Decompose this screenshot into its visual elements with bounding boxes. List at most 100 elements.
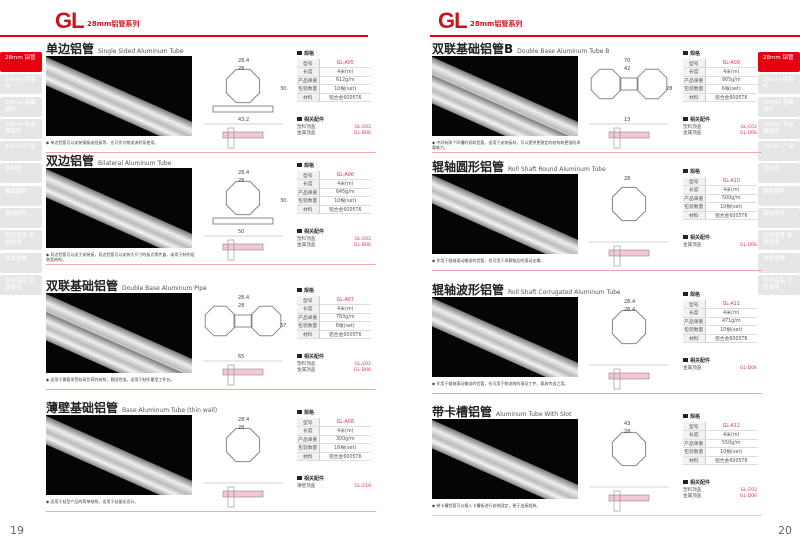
sidebar-tab[interactable]: 模块组件 [758, 208, 800, 229]
product-note: ◆ 双边铝管可以适于安装板，双边铝管可以安装大尺寸的板式零件盒，或用于制作组装类… [46, 252, 195, 262]
product-title-en: Base Aluminum Tube (thin wall) [122, 407, 218, 414]
sidebar-tab[interactable]: 脚轮脚杯 [758, 185, 800, 206]
accessory-code[interactable]: GL-E10 [354, 484, 371, 489]
spec-value: 铝合金6005T6 [705, 93, 757, 102]
sidebar-tab[interactable]: 应用场景 事例参考 [0, 230, 42, 251]
sidebar-tab[interactable]: 模块组件 [0, 208, 42, 229]
sidebar-tab[interactable]: 28mm 铝管 [758, 52, 800, 72]
sidebar-tab[interactable]: 28mm 连接件 [0, 74, 42, 95]
accessory-code[interactable]: GL-D06 [739, 366, 757, 371]
accessory-row: 金属顶盖 GL-D06 [683, 494, 757, 500]
spec-value: 4米(m) [705, 67, 757, 77]
spec-value: 645g/m [319, 188, 371, 197]
sidebar-tab[interactable]: 应用指南 注意事项 [0, 274, 42, 295]
application-sketch [222, 364, 264, 386]
page-number: 19 [10, 524, 24, 537]
accessory-code[interactable]: GL-E02 [354, 237, 371, 242]
sidebar-tab[interactable]: 28mm 金属接件 [758, 96, 800, 117]
accessory-name: 金属顶盖 [683, 494, 702, 499]
sidebar-tab[interactable]: 28mm 连接件 [758, 74, 800, 95]
sidebar-tab[interactable]: 技术参数 [0, 252, 42, 273]
page-number: 20 [778, 524, 792, 537]
section-divider [46, 152, 376, 153]
spec-value: 905g/m [705, 76, 757, 85]
section-divider [432, 515, 762, 516]
accessory-code[interactable]: GL-D06 [353, 243, 371, 248]
spec-row: 材料铝合金6005T6 [683, 456, 757, 465]
spec-heading: 规格 [297, 50, 371, 57]
spec-label: 产品单重 [297, 313, 320, 322]
sidebar-tab[interactable]: 流利条 [758, 163, 800, 184]
accessory-code[interactable]: GL-E02 [354, 362, 371, 367]
sidebar-tab[interactable]: 流利条 [0, 163, 42, 184]
spec-label: 型号 [683, 59, 706, 68]
accessory-code[interactable]: GL-E02 [740, 488, 757, 493]
spec-label: 包装数量 [683, 325, 706, 335]
product-note: ◆ 适用于需要承受较高负荷的结构，稳固性强，适用于制作重型工作台。 [46, 377, 175, 382]
sidebar-tab[interactable]: 技术参数 [758, 252, 800, 273]
accessory-code[interactable]: GL-D06 [353, 368, 371, 373]
spec-row: 材料铝合金6005T6 [683, 93, 757, 102]
sidebar-tab[interactable]: 28mm 非金属接件 [758, 118, 800, 139]
tube-image [46, 415, 192, 495]
accessory-code[interactable]: GL-D06 [739, 243, 757, 248]
sidebar-tab[interactable]: 应用场景 事例参考 [758, 230, 800, 251]
spec-label: 型号 [297, 59, 320, 68]
spec-value: 10根(set) [705, 202, 757, 212]
accessory-name: 塑料顶盖 [297, 362, 316, 367]
accessory-code[interactable]: GL-D06 [353, 131, 371, 136]
dimension-label: 28.4 [624, 299, 635, 305]
spec-label: 产品单重 [683, 317, 706, 326]
dimension-label: 43.2 [238, 117, 249, 123]
spec-value: 铝合金6005T6 [319, 330, 371, 339]
accessory-code[interactable]: GL-D06 [739, 131, 757, 136]
product-note: ◆ 带卡槽铝管可以插入卡槽板进行安装固定，便于连接组装。 [432, 503, 541, 508]
sidebar-tab[interactable]: 脚轮脚杯 [0, 185, 42, 206]
sidebar-tab[interactable]: 28mm 铝管 [0, 52, 42, 72]
spec-label: 长度 [297, 179, 320, 189]
sidebar-tab[interactable]: 43mm 产品 [0, 141, 42, 162]
spec-label: 材料 [297, 205, 320, 214]
spec-label: 包装数量 [683, 84, 706, 94]
sidebar-tab[interactable]: 28mm 金属接件 [0, 96, 42, 117]
series-title: 28mm铝管系列 [470, 20, 523, 28]
sidebar-tab[interactable]: 28mm 非金属接件 [0, 118, 42, 139]
accessory-code[interactable]: GL-E02 [354, 125, 371, 130]
sidebar-tab[interactable]: 43mm 产品 [758, 141, 800, 162]
spec-value: 10根(set) [319, 196, 371, 206]
product-photo [432, 174, 578, 254]
accessory-code[interactable]: GL-E02 [740, 125, 757, 130]
product-title-en: Single Sided Aluminum Tube [98, 48, 184, 55]
accessory-code[interactable]: GL-D06 [739, 494, 757, 499]
sidebar-tab[interactable]: 应用指南 注意事项 [758, 274, 800, 295]
